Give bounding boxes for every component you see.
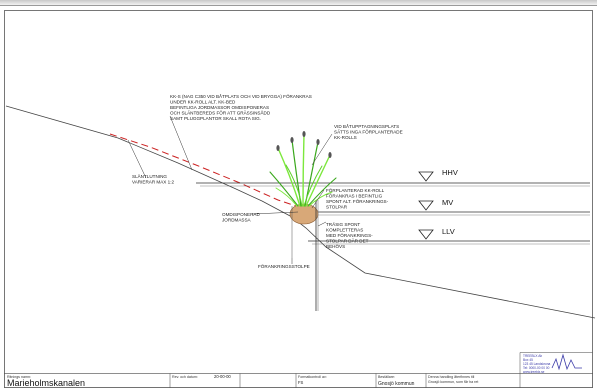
format-check-value: FS [298, 380, 304, 385]
post-note: FÖRANKRINGSSTOLPE [258, 263, 310, 269]
company-line-1: TREEBLX Ab [523, 354, 542, 358]
company-line-3: 123 45 Landskrona [523, 362, 551, 366]
llv-label: LLV [442, 227, 455, 236]
format-check-label: Formatkontroll av: [298, 375, 327, 379]
title-block [4, 352, 593, 388]
kk-fabric-dashed-line [109, 133, 297, 207]
soil-note: OMDISPONERAD JORDMASSA [222, 212, 261, 223]
drawing-name-value: Marieholmskanalen [7, 378, 85, 388]
slope-note: SLÄNTLUTNING VARIERAR MAX 1:2 [132, 173, 174, 185]
spont-note: TRÄSIG SPONT KOMPLETTERAS MED FÖRANKRING… [326, 221, 374, 249]
plant-group-icon [269, 131, 337, 207]
revision-date-value: 20-00-00 [214, 374, 231, 379]
client-label: Beställare: [378, 375, 395, 379]
viewer-toolbar-edge [0, 0, 597, 6]
revision-date-label: Rev. och datum: [172, 375, 198, 379]
roll-note-leader [311, 189, 325, 209]
slope-note-leader [127, 139, 147, 179]
slope-line [5, 105, 596, 319]
ownership-note-line-1: Denna handling återfinnes till [428, 375, 475, 379]
spont-note-leader [317, 221, 327, 227]
sheet-frame [4, 10, 593, 388]
client-value: Gnosjö kommun [378, 381, 415, 387]
mv-level-triangle [418, 200, 434, 211]
hhv-level-triangle [418, 171, 434, 182]
company-line-2: Box 45 [523, 358, 533, 362]
kk-note: KK-S (NAG C350 VID BÅTPLATS OCH VID BRYG… [170, 93, 313, 121]
company-line-5: www.treeblx.se [523, 370, 545, 374]
boat-note-leader [311, 133, 333, 166]
company-line-4: Tel: 0000-00 00 00 [523, 366, 550, 370]
boat-note: VID BÅTUPPTAGNINGSPLATS SÄTTS INGA FÖRPL… [334, 123, 404, 140]
hhv-label: HHV [442, 168, 458, 177]
drawing-name-label: Ritnings namn: [7, 375, 31, 379]
llv-level-triangle [418, 229, 434, 240]
kk-note-leader [169, 115, 193, 171]
kk-roll-soil-body [289, 203, 319, 225]
wave-logo-icon [551, 353, 582, 371]
roll-note: FÖRPLANTERAD KK-ROLL FÖRANKRAS I BEFINTL… [326, 187, 389, 210]
mv-label: MV [442, 198, 453, 207]
soil-note-leader [251, 211, 299, 215]
ownership-note-line-2: Gnosjö kommun, som får ha ret [428, 380, 478, 384]
